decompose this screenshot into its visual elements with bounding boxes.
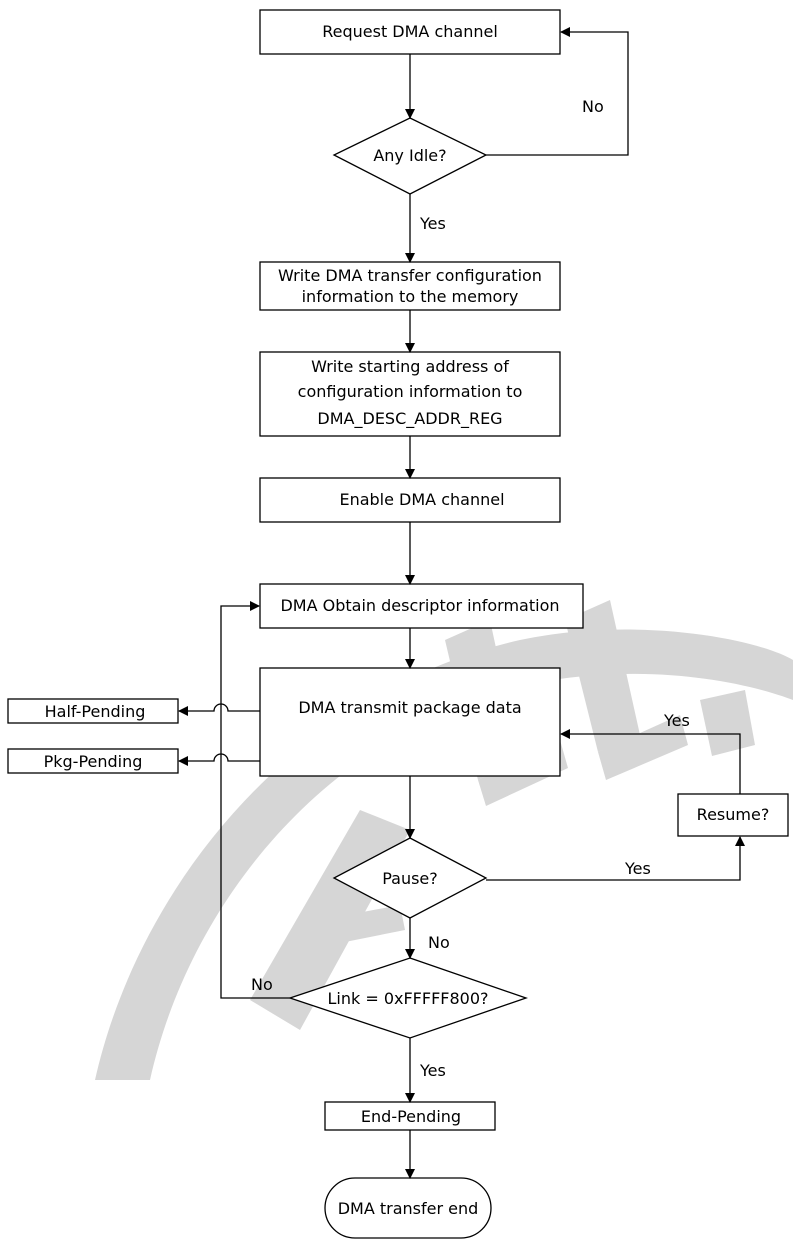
node-request-label: Request DMA channel — [322, 22, 498, 41]
node-end-pending: End-Pending — [324, 1101, 496, 1131]
node-transmit-label: DMA transmit package data — [298, 698, 521, 717]
node-enable-label: Enable DMA channel — [339, 490, 504, 509]
node-half-pending-label: Half-Pending — [45, 702, 146, 721]
decision-pause: Pause? — [332, 837, 488, 919]
arrow-idle-no-loop — [486, 27, 629, 156]
edge-label-pause-yes: Yes — [624, 859, 651, 878]
node-write-config-line1: Write DMA transfer configuration — [278, 266, 542, 285]
arrow-transmit-to-half-pending — [178, 703, 260, 716]
arrow-link-no-loop — [220, 601, 290, 999]
node-obtain-descriptor: DMA Obtain descriptor information — [259, 583, 584, 629]
node-resume-label: Resume? — [697, 805, 770, 824]
decision-any-idle-label: Any Idle? — [373, 146, 446, 165]
node-half-pending: Half-Pending — [7, 698, 179, 724]
node-enable-dma-channel: Enable DMA channel — [259, 477, 561, 523]
arrow-pause-yes-to-resume — [486, 836, 745, 881]
node-resume: Resume? — [677, 793, 789, 837]
edge-label-link-yes: Yes — [419, 1061, 446, 1080]
edge-label-idle-yes: Yes — [419, 214, 446, 233]
node-end-pending-label: End-Pending — [361, 1107, 461, 1126]
node-write-start-address: Write starting address of configuration … — [259, 351, 561, 437]
arrow-resume-yes-to-transmit — [560, 729, 741, 794]
node-write-address-line3: DMA_DESC_ADDR_REG — [317, 409, 502, 429]
edge-label-link-no: No — [251, 975, 273, 994]
arrow-transmit-to-pkg-pending — [178, 753, 260, 766]
node-write-address-line1: Write starting address of — [311, 357, 509, 376]
node-request-dma-channel: Request DMA channel — [259, 9, 561, 55]
edge-label-pause-no: No — [428, 933, 450, 952]
terminator-transfer-end: DMA transfer end — [324, 1177, 492, 1239]
decision-link-label: Link = 0xFFFFF800? — [327, 989, 488, 1008]
node-pkg-pending: Pkg-Pending — [7, 748, 179, 774]
connectors — [178, 27, 745, 1179]
node-pkg-pending-label: Pkg-Pending — [44, 752, 143, 771]
node-write-config-info: Write DMA transfer configuration informa… — [259, 261, 561, 311]
node-write-config-line2: information to the memory — [302, 287, 519, 306]
node-write-address-line2: configuration information to — [298, 382, 523, 401]
node-obtain-label: DMA Obtain descriptor information — [280, 596, 559, 615]
node-transmit-package: DMA transmit package data — [259, 667, 561, 777]
decision-pause-label: Pause? — [382, 869, 438, 888]
edge-label-idle-no: No — [582, 97, 604, 116]
terminator-label: DMA transfer end — [338, 1199, 479, 1218]
decision-any-idle: Any Idle? — [332, 117, 488, 195]
edge-label-resume-yes: Yes — [663, 711, 690, 730]
decision-link: Link = 0xFFFFF800? — [287, 957, 528, 1039]
